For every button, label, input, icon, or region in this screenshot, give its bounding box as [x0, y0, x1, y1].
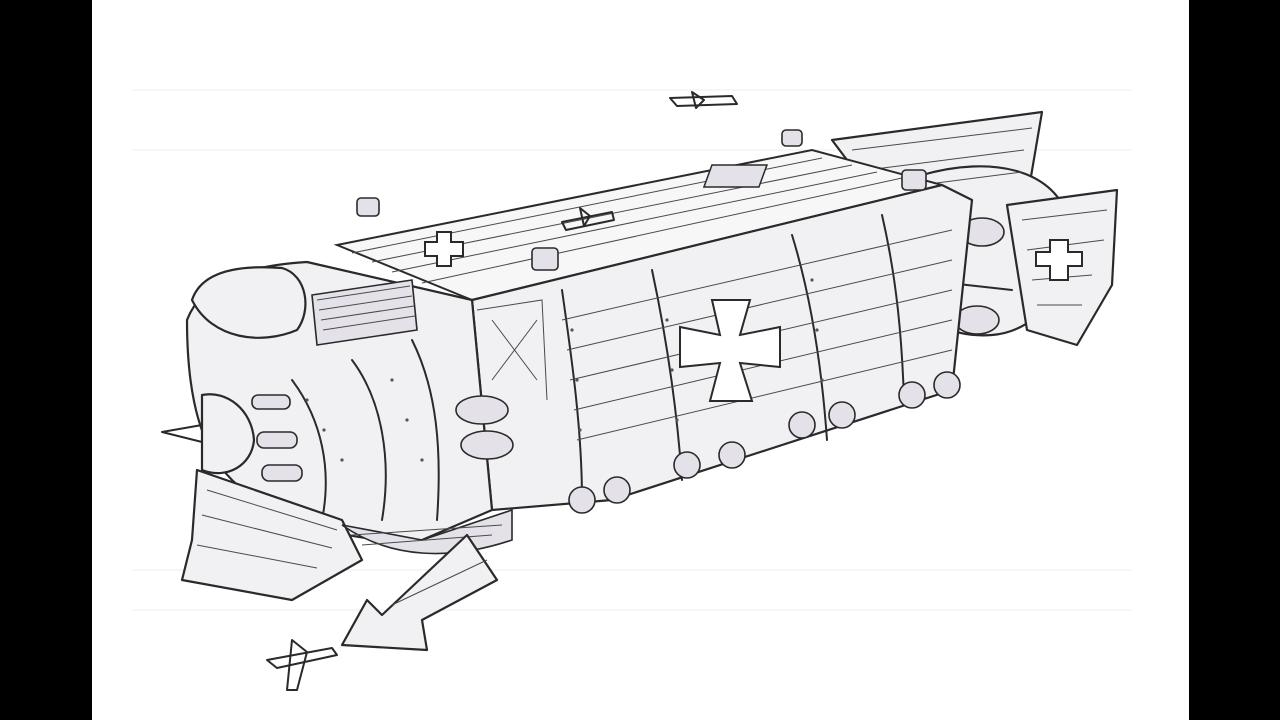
bow-section [161, 260, 494, 602]
airship-illustration [132, 89, 1132, 691]
deck-turrets [356, 129, 927, 271]
tail-insignia [1035, 239, 1083, 281]
fighter-plane-bottom [266, 639, 338, 691]
deck-insignia [424, 231, 464, 267]
fighter-plane-deck [561, 207, 615, 231]
ventral-gun-pods [568, 371, 961, 514]
illustration-canvas [92, 0, 1189, 720]
nose-spike [161, 424, 203, 443]
side-engines [455, 395, 514, 460]
direction-arrow [340, 533, 499, 652]
rivets [305, 278, 824, 462]
fighter-plane-top [669, 91, 738, 109]
hull-insignia [679, 299, 781, 402]
main-hull [470, 183, 974, 512]
